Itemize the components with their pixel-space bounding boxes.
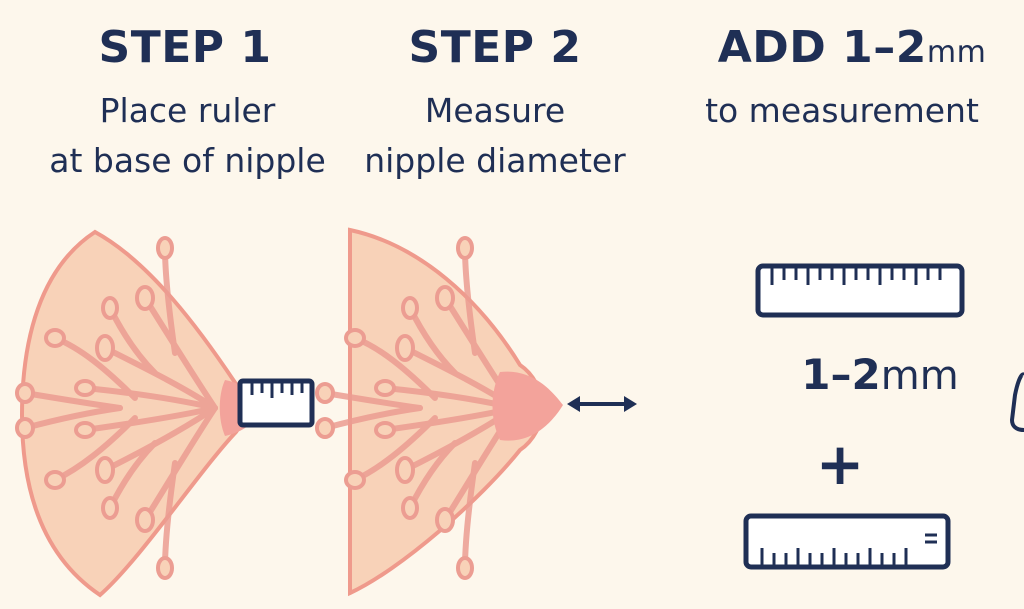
step2-subtitle: Measure nipple diameter	[330, 86, 660, 186]
step3-title-unit: mm	[926, 35, 987, 70]
breast-illustration-step2	[315, 227, 563, 597]
step2-subtitle-line2: nipple diameter	[364, 141, 626, 180]
breast-illustration-step1	[15, 229, 258, 598]
step2-title: STEP 2	[408, 22, 582, 73]
ruler-icon	[755, 263, 965, 318]
nipple-shape	[492, 371, 563, 441]
step2-subtitle-line1: Measure	[424, 91, 566, 130]
step1-title: STEP 1	[98, 22, 272, 73]
add-value-number: 1–2	[801, 350, 881, 399]
ruler-icon	[237, 378, 315, 428]
step1-subtitle-line1: Place ruler	[99, 91, 276, 130]
step3-title-main: ADD 1–2	[717, 22, 927, 73]
plus-icon: +	[815, 430, 865, 498]
step1-subtitle: Place ruler at base of nipple	[20, 86, 355, 186]
step1-subtitle-line2: at base of nipple	[49, 141, 326, 180]
add-value-label: 1–2mm	[780, 350, 980, 399]
step3-title: ADD 1–2mm	[680, 22, 1024, 73]
double-arrow-icon	[567, 396, 637, 412]
cropped-shape-right-edge	[1009, 372, 1024, 432]
step3-subtitle: to measurement	[660, 86, 1024, 136]
step3-subtitle-line1: to measurement	[705, 91, 979, 130]
ruler-icon	[743, 513, 951, 570]
add-value-unit: mm	[880, 353, 959, 399]
